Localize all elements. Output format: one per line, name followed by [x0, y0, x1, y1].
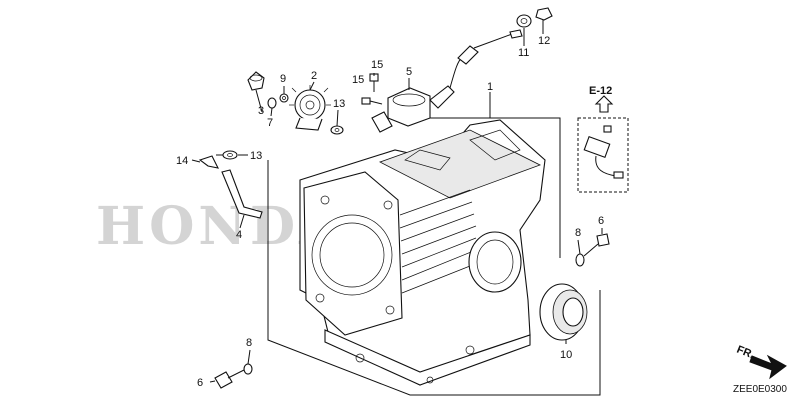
callout-14: 14	[176, 155, 188, 167]
callout-4: 4	[236, 229, 242, 241]
callout-2: 2	[311, 70, 317, 82]
oil-alert-switch-part	[371, 29, 523, 133]
clip-part-14	[198, 155, 219, 169]
callout-6-right: 6	[598, 215, 604, 227]
governor-shaft-part	[221, 169, 263, 219]
front-direction-arrow	[749, 354, 787, 380]
callout-9: 9	[280, 73, 286, 85]
crankcase-outline-frame	[267, 92, 601, 396]
bolt-part-15-upper	[369, 73, 379, 92]
callout-8-lower: 8	[246, 337, 252, 349]
washer-part-8-lower	[243, 363, 253, 375]
holder-pin-part	[247, 71, 265, 91]
bolt-part-6-lower	[214, 369, 245, 389]
callout-12: 12	[538, 35, 550, 47]
leader-lines	[191, 20, 603, 383]
callout-10: 10	[560, 349, 572, 361]
callout-6-lower: 6	[197, 377, 203, 389]
washer-part-13-left	[222, 150, 238, 160]
callout-13-upper: 13	[333, 98, 345, 110]
callout-8-right: 8	[575, 227, 581, 239]
honda-watermark: HONDA	[96, 196, 343, 257]
callout-5: 5	[406, 66, 412, 78]
oil-seal-part	[539, 283, 588, 341]
washer-part-7	[267, 97, 277, 109]
governor-gear-part	[289, 85, 331, 131]
callout-15-lower: 15	[352, 74, 364, 86]
callout-7: 7	[267, 117, 273, 129]
callout-3: 3	[258, 105, 264, 117]
cap-part-12	[535, 7, 553, 21]
callout-1: 1	[487, 81, 493, 93]
clip-part-9	[279, 93, 289, 103]
e12-reference-box	[577, 95, 629, 193]
cylinder-block-part	[299, 119, 546, 386]
washer-part-13-upper	[330, 125, 344, 135]
washer-part-8-right	[575, 253, 585, 267]
callout-11: 11	[518, 47, 529, 59]
callout-15-upper: 15	[371, 59, 383, 71]
bolt-part-6-right	[583, 233, 610, 257]
reference-label: E-12	[589, 85, 612, 97]
callout-13-left: 13	[250, 150, 262, 162]
washer-part-11	[516, 14, 532, 28]
bolt-part-15-lower	[361, 97, 383, 105]
diagram-code: ZEE0E0300	[733, 384, 787, 395]
